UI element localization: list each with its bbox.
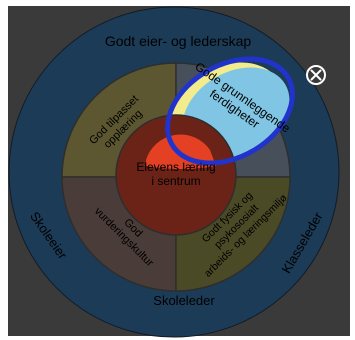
close-x-mark [310, 69, 322, 81]
label-eier-og-lederskap: Godt eier- og lederskap [105, 33, 252, 49]
label-skoleleder: Skoleleder [153, 293, 215, 308]
selection-ring [165, 56, 295, 166]
center-circle[interactable] [115, 114, 237, 236]
center-label-line2: i sentrum [151, 174, 200, 188]
center-label-line1: Elevens læring [136, 160, 215, 174]
close-button[interactable] [306, 65, 326, 85]
